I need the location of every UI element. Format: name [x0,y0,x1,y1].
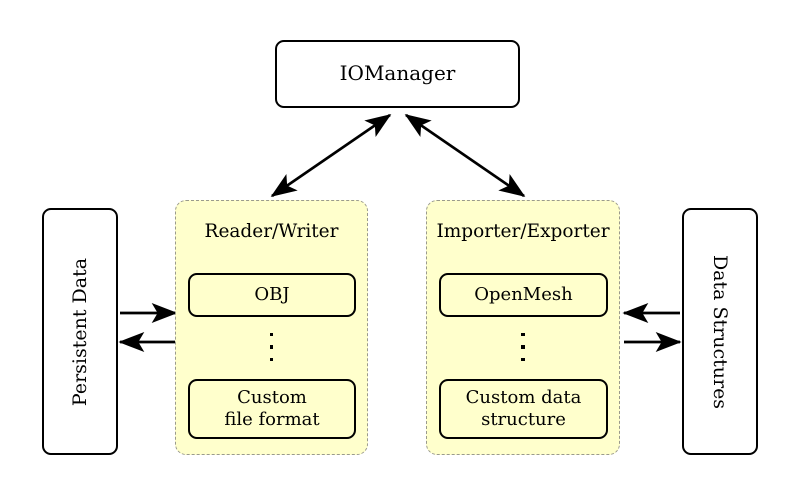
node-custom-data-structure-label: Custom data structure [465,387,582,430]
node-openmesh[interactable]: OpenMesh [439,273,608,317]
ellipsis-icon [427,333,619,361]
node-custom-data-structure[interactable]: Custom data structure [439,379,608,439]
ellipsis-icon [176,333,367,361]
panel-reader-writer[interactable]: Reader/Writer OBJ Custom file format [175,200,368,455]
node-obj-label: OBJ [254,284,290,306]
node-custom-file-format[interactable]: Custom file format [188,379,356,439]
node-obj[interactable]: OBJ [188,273,356,317]
node-iomanager[interactable]: IOManager [275,40,520,108]
node-openmesh-label: OpenMesh [474,284,573,306]
panel-importer-exporter[interactable]: Importer/Exporter OpenMesh Custom data s… [426,200,620,455]
node-data-structures[interactable]: Data Structures [682,208,758,455]
node-custom-file-format-label: Custom file format [224,387,320,430]
node-persistent-data-label: Persistent Data [69,257,91,406]
panel-reader-writer-title: Reader/Writer [204,221,339,242]
connector-manager-to-readerwriter [270,113,392,198]
node-data-structures-label: Data Structures [709,254,731,409]
connector-manager-to-importerexporter [404,113,526,198]
panel-importer-exporter-title: Importer/Exporter [436,221,610,242]
node-persistent-data[interactable]: Persistent Data [42,208,118,455]
node-iomanager-label: IOManager [339,61,456,86]
